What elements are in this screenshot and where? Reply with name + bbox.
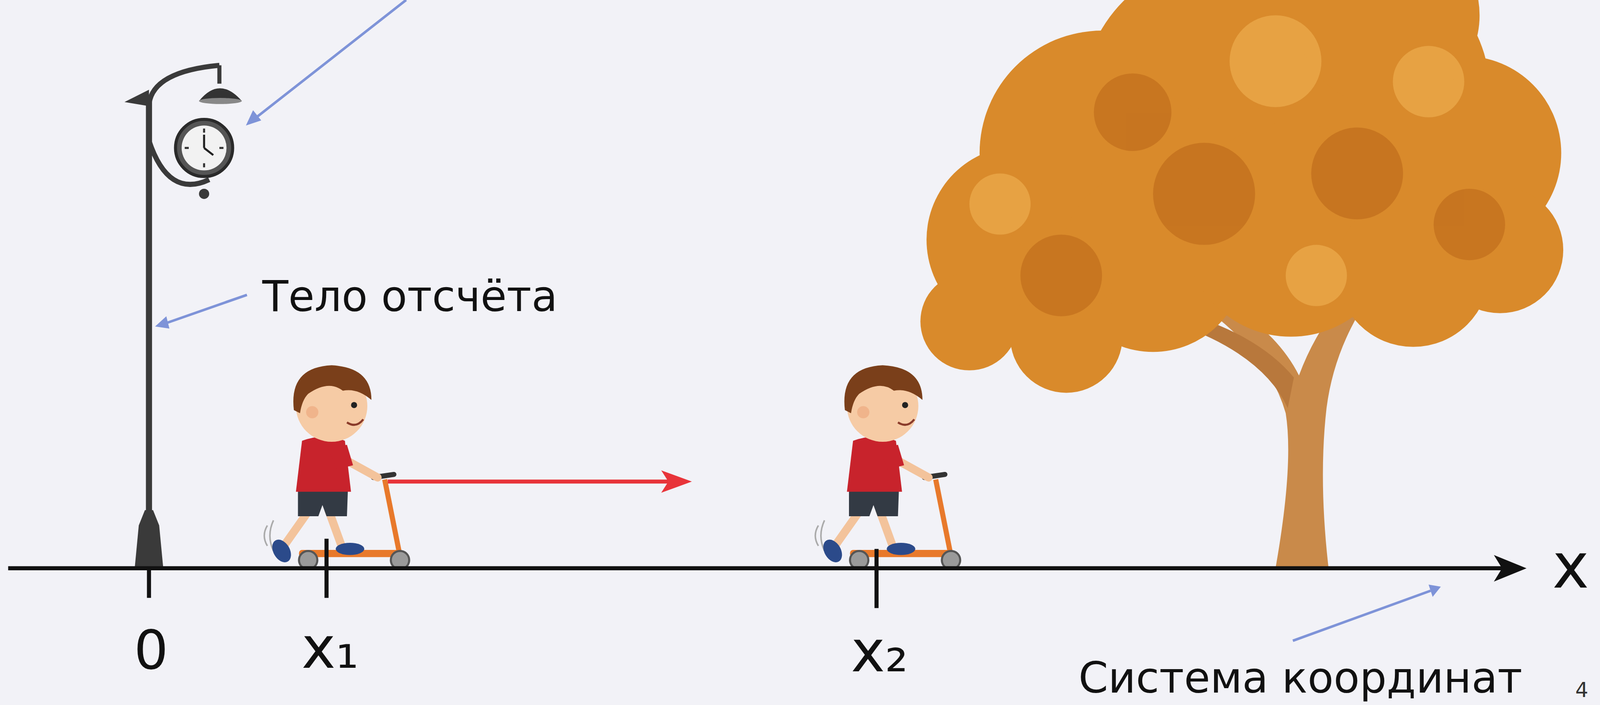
coordinate-system-label: Система координат: [1078, 654, 1523, 702]
page-number: 4: [1575, 678, 1589, 702]
x-axis-part: [7, 566, 1505, 571]
tree-part-part: [1152, 142, 1255, 245]
velocity-arrow-part: [661, 470, 692, 493]
leader-lines-part: [1292, 590, 1431, 641]
tree-part-part: [1020, 234, 1102, 317]
coordinate-label: x₂: [850, 619, 908, 684]
lamp-post-part: [124, 89, 149, 107]
boy-end: [815, 365, 961, 569]
leader-lines-part: [155, 316, 170, 329]
x-axis-part: [147, 568, 152, 598]
velocity-arrow: [387, 470, 692, 493]
lamp-post-part-part: [219, 147, 224, 150]
reference-body-label: Тело отсчёта: [262, 273, 558, 321]
lamp-post-part: [181, 125, 227, 171]
lamp-post-part: [198, 188, 210, 199]
tree-part-part: [1229, 15, 1322, 108]
tree-part-part: [1285, 245, 1347, 307]
x-axis-part: [1493, 555, 1527, 582]
tree-part-part: [1433, 188, 1506, 261]
lamp-post-part: [204, 147, 214, 156]
tree-part: [920, 0, 1564, 393]
lamp-post-part: [198, 97, 242, 105]
leader-lines-part: [255, 0, 407, 119]
tree-part-part: [1093, 73, 1172, 152]
lamp-post-part: [134, 509, 164, 569]
lamp-post-part: [145, 97, 152, 552]
lamp-post-part: [184, 128, 224, 168]
lamp-post-part: [175, 119, 233, 177]
x-axis-part: [874, 548, 879, 609]
lamp-post-part-part: [202, 163, 206, 168]
tree: [920, 0, 1564, 569]
x-axis-part: [324, 538, 329, 599]
leader-lines-part: [245, 110, 262, 126]
lamp-post-part: [202, 134, 206, 148]
velocity-arrow-part: [387, 479, 669, 484]
origin-label: 0: [133, 620, 169, 680]
boy-start: [264, 365, 409, 569]
lamp-post-part: [217, 65, 222, 84]
tree-part-part: [969, 173, 1031, 235]
tree-part-part: [1393, 46, 1465, 118]
lamp-post-part-part: [184, 147, 189, 150]
leader-lines-part: [165, 294, 247, 324]
tree-part: [969, 15, 1465, 307]
x-axis: [7, 538, 1527, 609]
leader-lines-part: [1428, 584, 1441, 597]
leader-lines: [155, 0, 1441, 641]
lamp-post-part-part: [202, 128, 206, 133]
coordinate-label: x₁: [301, 616, 359, 680]
axis-label: x: [1552, 532, 1590, 601]
tree-part-part: [1311, 127, 1403, 220]
tree-part-part: [920, 272, 1019, 371]
